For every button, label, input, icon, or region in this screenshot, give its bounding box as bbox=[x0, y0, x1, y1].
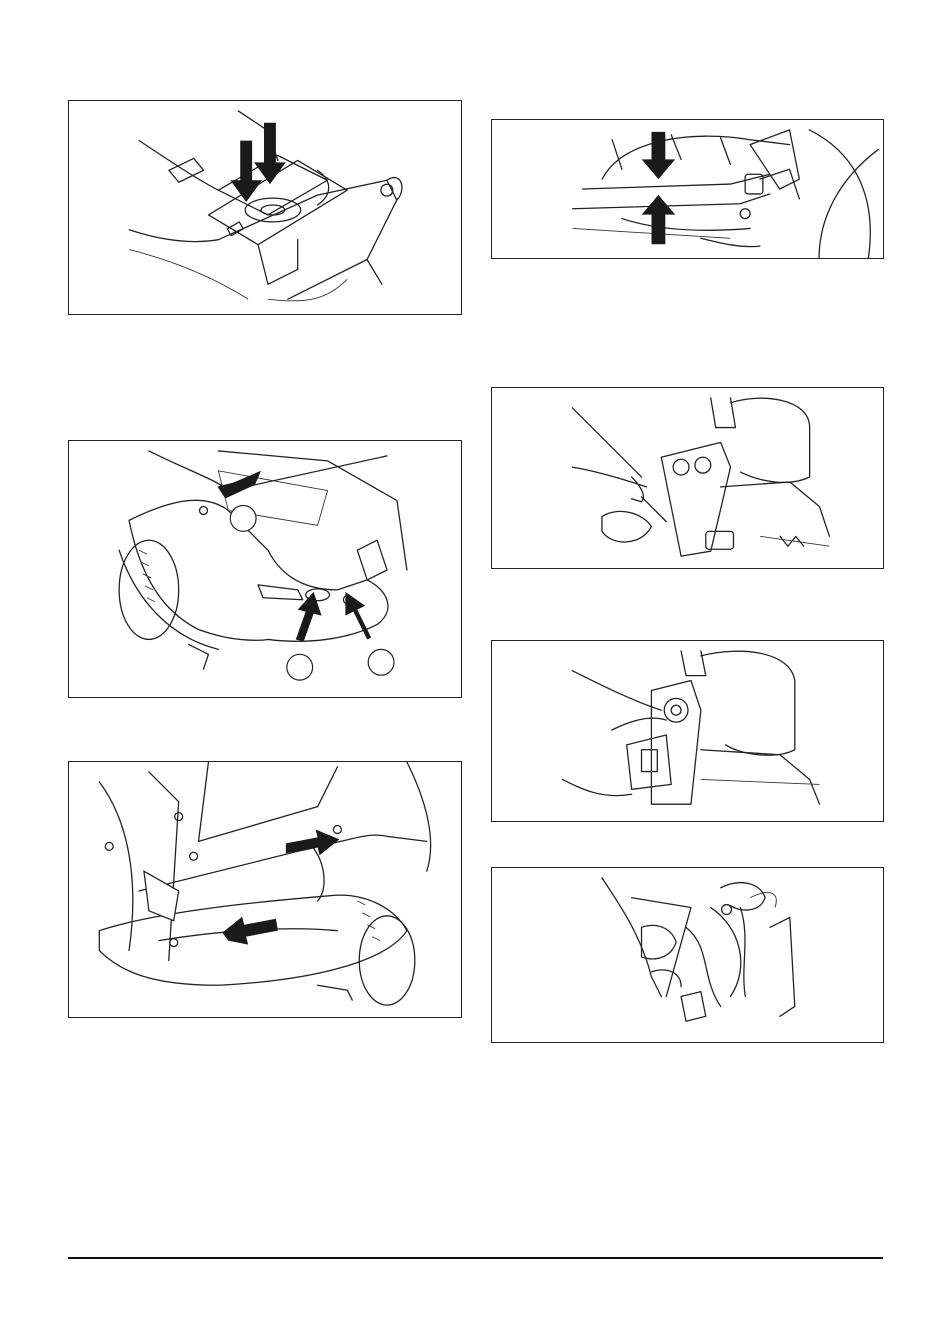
panel-removal-illustration bbox=[492, 641, 883, 821]
right-arrow bbox=[286, 829, 340, 855]
down-arrow-2 bbox=[254, 123, 286, 184]
footer-rule bbox=[68, 1257, 883, 1259]
connector-wiring-illustration bbox=[492, 868, 883, 1042]
fig-body-front-screws bbox=[68, 761, 462, 1018]
up-arrow bbox=[642, 195, 676, 244]
body-screws-illustration bbox=[69, 441, 461, 697]
left-arrow bbox=[222, 917, 278, 945]
body-front-screws-illustration bbox=[69, 762, 461, 1017]
fig-connector-wiring bbox=[491, 867, 884, 1043]
callout-circle-1 bbox=[230, 505, 256, 531]
down-arrow-1 bbox=[230, 141, 262, 202]
fig-body-screws-callouts bbox=[68, 440, 462, 698]
fig-seat-removal bbox=[68, 100, 462, 315]
cable-gap-illustration bbox=[492, 120, 883, 258]
seat-plate-arrows-illustration bbox=[69, 101, 461, 314]
callout-circle-3 bbox=[368, 649, 394, 675]
callout-circle-2 bbox=[287, 654, 313, 680]
fig-steering-column-tool bbox=[491, 387, 884, 569]
fig-cable-gap bbox=[491, 119, 884, 259]
steering-column-tool-illustration bbox=[492, 388, 883, 568]
fig-panel-removal bbox=[491, 640, 884, 822]
